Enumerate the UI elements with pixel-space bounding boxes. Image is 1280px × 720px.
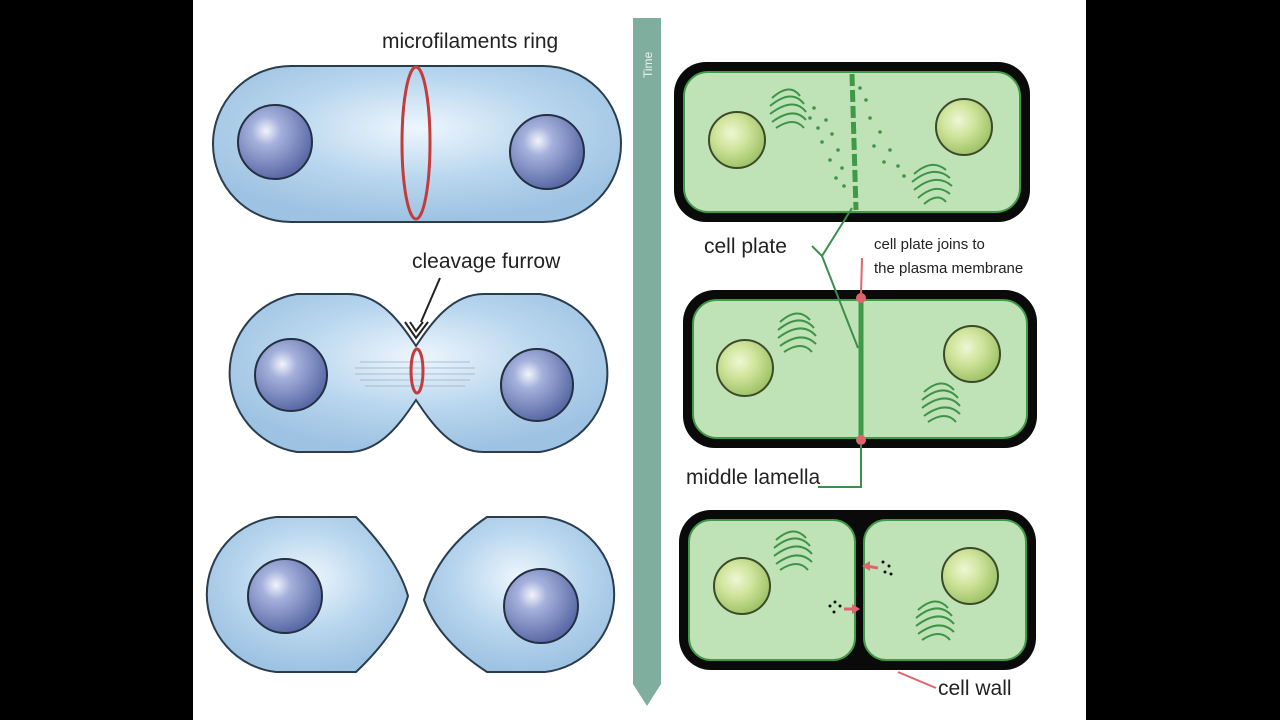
golgi-apparatus	[769, 88, 807, 129]
forming-cell-plate	[849, 73, 859, 211]
daughter-cytoplasm-left	[688, 519, 856, 661]
animal-cell-stage-3	[205, 516, 616, 673]
plate-membrane-junction	[856, 293, 866, 303]
cleavage-furrow-pointer	[404, 321, 429, 340]
cell-plate-joins-label-line1: cell plate joins to	[874, 236, 985, 253]
plant-cell-stage-2	[683, 290, 1037, 448]
pink-arrow-icon	[828, 600, 860, 614]
plate-membrane-junction	[856, 435, 866, 445]
golgi-apparatus	[773, 530, 813, 571]
middle-lamella-leader	[818, 444, 862, 488]
spindle-fibers	[355, 361, 475, 387]
microfilaments-ring-label: microfilaments ring	[382, 30, 558, 53]
plant-cell-stage-1	[674, 62, 1030, 222]
golgi-apparatus	[921, 382, 961, 423]
plant-nucleus	[943, 325, 1001, 383]
cell-plate-joins-label-line2: the plasma membrane	[874, 260, 1023, 277]
plant-nucleus	[941, 547, 999, 605]
cleavage-furrow-label: cleavage furrow	[412, 250, 561, 273]
cell-wall-label: cell wall	[938, 677, 1012, 700]
nucleus	[509, 114, 585, 190]
nucleus	[237, 104, 313, 180]
middle-lamella-label: middle lamella	[686, 466, 821, 489]
plant-nucleus	[716, 339, 774, 397]
animal-cell-stage-1	[212, 65, 622, 223]
microfilaments-ring	[400, 65, 432, 221]
cleavage-furrow-leader	[420, 277, 441, 323]
nucleus	[247, 558, 323, 634]
golgi-apparatus	[777, 312, 817, 353]
cell-plate-leader	[811, 207, 859, 349]
golgi-apparatus	[911, 163, 953, 205]
pink-arrow-icon	[862, 560, 893, 576]
time-arrow: Time	[633, 18, 661, 706]
plant-nucleus	[935, 98, 993, 156]
plant-nucleus	[713, 557, 771, 615]
contracting-ring	[409, 347, 425, 395]
plant-cell-stage-3	[679, 510, 1036, 670]
time-label: Time	[641, 51, 655, 78]
cell-plate-label: cell plate	[704, 235, 787, 258]
nucleus	[503, 568, 579, 644]
nucleus	[254, 338, 328, 412]
cell-wall-leader	[897, 671, 937, 689]
cell-plate-joins-leader	[860, 257, 863, 295]
golgi-apparatus	[915, 600, 955, 641]
animal-cell-stage-2	[228, 277, 609, 453]
plant-nucleus	[708, 111, 766, 169]
vesicles	[808, 86, 906, 188]
nucleus	[500, 348, 574, 422]
